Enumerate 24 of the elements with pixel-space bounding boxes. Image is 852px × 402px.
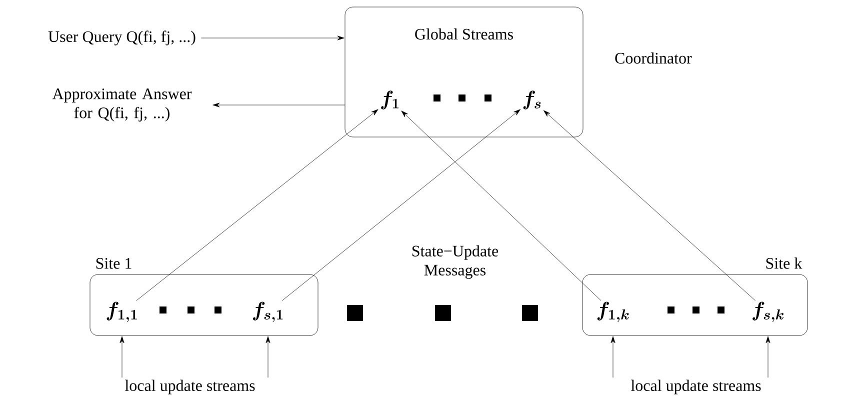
stream-symbol: $f_{s}$ [523,90,541,110]
arrow [282,109,521,301]
stream-symbol: $f_{s,1}$ [252,302,283,322]
node-label: Site k [766,258,802,269]
arrow [766,336,770,378]
stream-symbol: $f_{1,1}$ [106,302,137,322]
arrow [266,336,270,378]
query-label: User Query Q(fi, fj, ...) [48,30,196,46]
stream-symbol: $f_{1,k}$ [597,302,629,322]
arrow [212,102,345,108]
answer-label: Approximate Answer for Q(fi, fj, ...) [52,88,192,122]
stream-label: local update streams [125,380,255,394]
arrow [610,336,616,378]
arrow [543,110,756,301]
arrow [136,109,378,301]
stream-symbol: $f_{1}$ [381,90,399,110]
role-label: Coordinator [615,52,692,64]
arrow [200,36,344,40]
arrow [401,110,602,301]
arrow [120,336,124,378]
stream-symbol: $f_{s,k}$ [752,302,784,322]
stream-label: local update streams [631,380,761,394]
message-label: State−Update Messages [412,245,498,279]
node-label: Site 1 [96,258,132,269]
